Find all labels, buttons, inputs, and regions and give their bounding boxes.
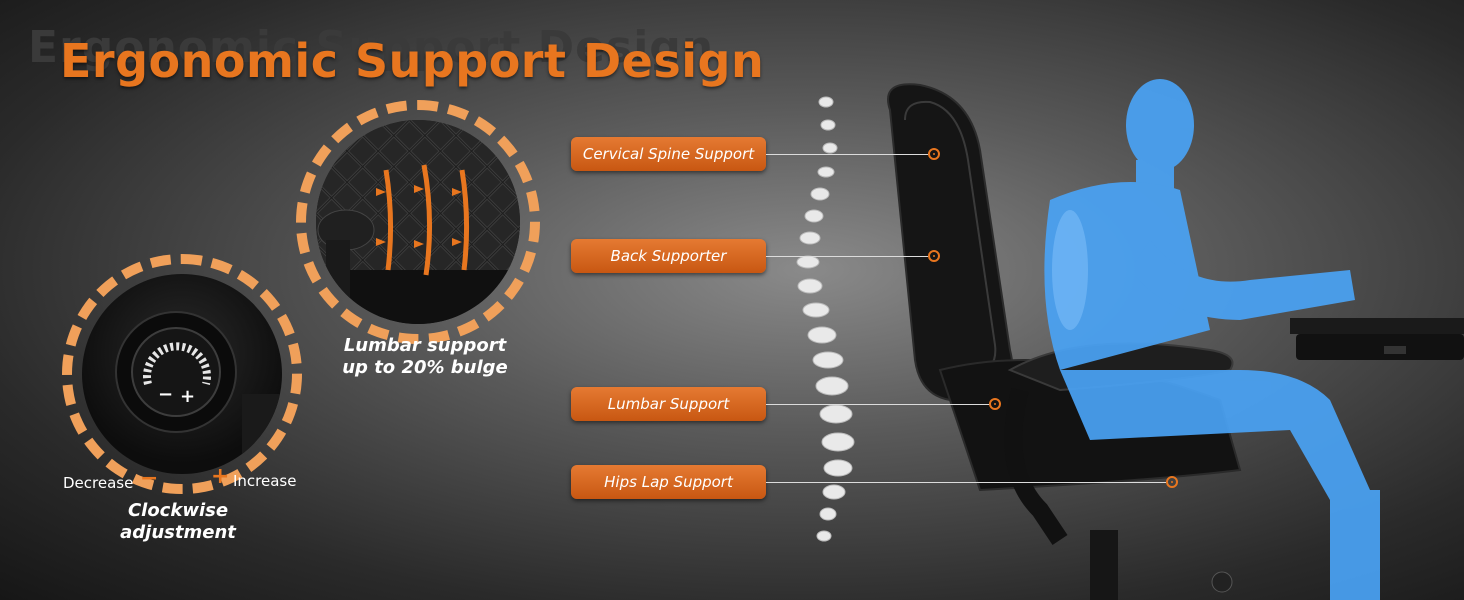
office-chair-with-figure-illustration (887, 79, 1464, 600)
lumbar-caption-line2: up to 20% bulge (342, 357, 508, 378)
lumbar-detail-image (316, 120, 520, 324)
increase-sign: + (211, 464, 230, 489)
knob-caption: Clockwise adjustment (108, 500, 248, 544)
target-marker-icon (928, 148, 940, 160)
decrease-sign: − (140, 466, 159, 491)
knob-caption-line1: Clockwise (127, 500, 229, 521)
knob-caption-line2: adjustment (120, 522, 236, 543)
callout-label: Cervical Spine Support (582, 145, 755, 163)
callout-hips-lap-support: Hips Lap Support (571, 465, 766, 499)
callout-lumbar-support: Lumbar Support (571, 387, 766, 421)
adjustment-knob-illustration: − + (115, 311, 282, 454)
lumbar-caption: Lumbar support up to 20% bulge (340, 335, 510, 379)
callout-label: Back Supporter (610, 247, 727, 265)
increase-label: Increase (233, 472, 297, 490)
leader-line (766, 154, 928, 155)
callout-label: Hips Lap Support (604, 473, 733, 491)
callout-back-supporter: Back Supporter (571, 239, 766, 273)
target-marker-icon (1166, 476, 1178, 488)
target-marker-icon (989, 398, 1001, 410)
svg-text:+: + (180, 386, 195, 407)
leader-line (766, 256, 928, 257)
decrease-label: Decrease (63, 474, 134, 492)
leader-line (766, 482, 1166, 483)
page-title: Ergonomic Support Design (60, 34, 765, 88)
svg-text:−: − (158, 384, 173, 405)
knob-detail-ring (62, 254, 302, 494)
leader-line (766, 404, 990, 405)
lumbar-caption-line1: Lumbar support (343, 335, 507, 356)
spine-illustration (796, 96, 855, 542)
quilted-leather-illustration (316, 120, 520, 324)
title-shadow: Ergonomic Support Design (28, 22, 715, 73)
lumbar-detail-ring (296, 100, 540, 344)
callout-cervical-spine-support: Cervical Spine Support (571, 137, 766, 171)
callout-label: Lumbar Support (607, 395, 730, 413)
knob-detail-image: − + (82, 274, 282, 474)
target-marker-icon (928, 250, 940, 262)
